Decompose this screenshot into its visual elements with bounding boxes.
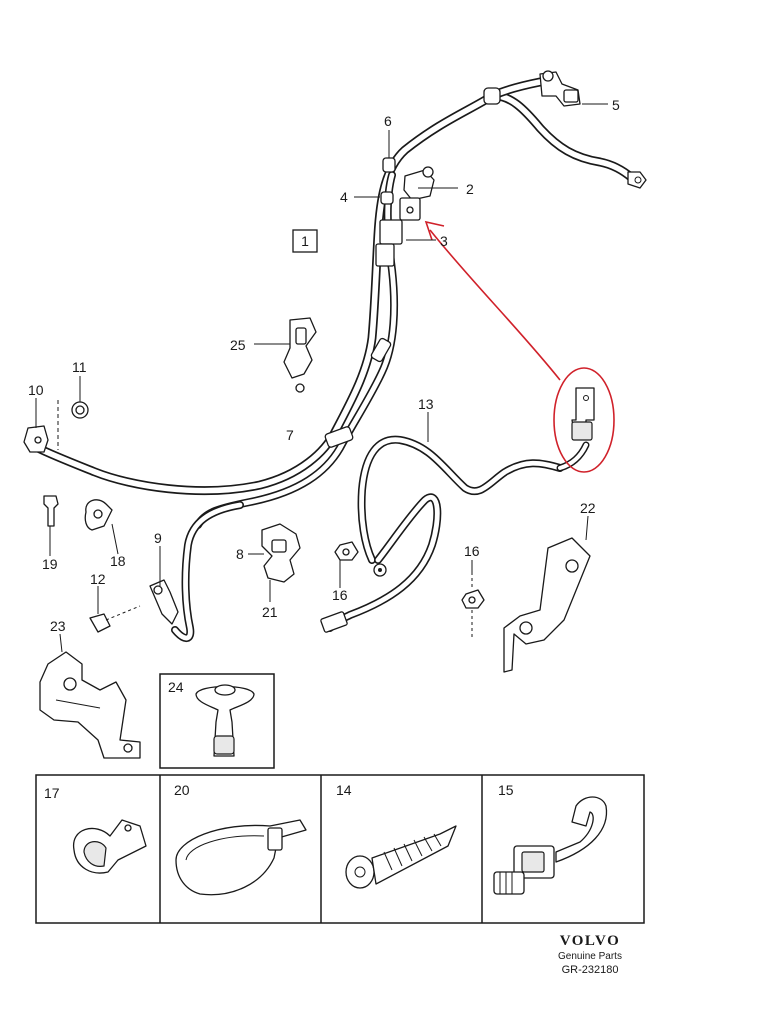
cable-13 [320, 435, 590, 633]
highlighted-terminal [424, 220, 615, 473]
detail-label-17: 17 [44, 785, 60, 801]
terminal-block [375, 157, 435, 267]
callout-9: 9 [154, 530, 162, 546]
callout-13: 13 [418, 396, 434, 412]
callout-18: 18 [110, 553, 126, 569]
callout-16-left: 16 [332, 587, 348, 603]
callout-3: 3 [440, 233, 448, 249]
highlight-ellipse [553, 367, 615, 473]
genuine-parts-label: Genuine Parts [558, 951, 622, 962]
callout-2: 2 [466, 181, 474, 197]
callout-23: 23 [50, 618, 66, 634]
highlight-arrow-line [429, 229, 561, 381]
detail-label-15: 15 [498, 782, 514, 798]
callout-11: 11 [72, 359, 87, 375]
parts-10-11 [23, 400, 89, 453]
callout-4: 4 [340, 189, 348, 205]
nut-16a [334, 541, 359, 561]
bracket-23 [39, 651, 141, 759]
drawing-code: GR-232180 [562, 964, 619, 976]
callout-labels: 1 2 3 4 5 6 7 8 9 10 11 12 13 16 16 18 1… [28, 97, 620, 695]
leader-lines [35, 103, 608, 653]
detail-box-labels: 17 20 14 15 [44, 782, 514, 801]
bracket-22 [461, 537, 591, 673]
detail-box-24 [159, 673, 275, 769]
highlight-arrow-head [424, 220, 445, 241]
callout-8: 8 [236, 546, 244, 562]
callout-1: 1 [301, 233, 309, 249]
callout-7: 7 [286, 427, 294, 443]
detail-boxes-row [35, 774, 645, 924]
callout-5: 5 [612, 97, 620, 113]
clip-25 [283, 317, 317, 393]
battery-terminal-5 [539, 70, 647, 189]
strap-clip-15 [493, 796, 608, 895]
clamp-17 [73, 819, 147, 874]
callout-10: 10 [28, 382, 44, 398]
detail-label-14: 14 [336, 782, 352, 798]
clip-8-21 [261, 523, 301, 583]
footer: VOLVO Genuine Parts GR-232180 [558, 933, 622, 976]
callout-25: 25 [230, 337, 246, 353]
callout-16-right: 16 [464, 543, 480, 559]
callout-24: 24 [168, 679, 184, 695]
callout-1-box [292, 229, 318, 253]
detail-label-20: 20 [174, 782, 190, 798]
parts-18-19 [43, 495, 113, 531]
callout-22: 22 [580, 500, 596, 516]
callout-6: 6 [384, 113, 392, 129]
callout-21: 21 [262, 604, 278, 620]
volvo-logo-text: VOLVO [560, 933, 621, 949]
parts-9-12 [89, 579, 179, 633]
cable-tie-20 [175, 819, 307, 896]
screw-14 [345, 825, 457, 889]
callout-19: 19 [42, 556, 58, 572]
callout-12: 12 [90, 571, 106, 587]
